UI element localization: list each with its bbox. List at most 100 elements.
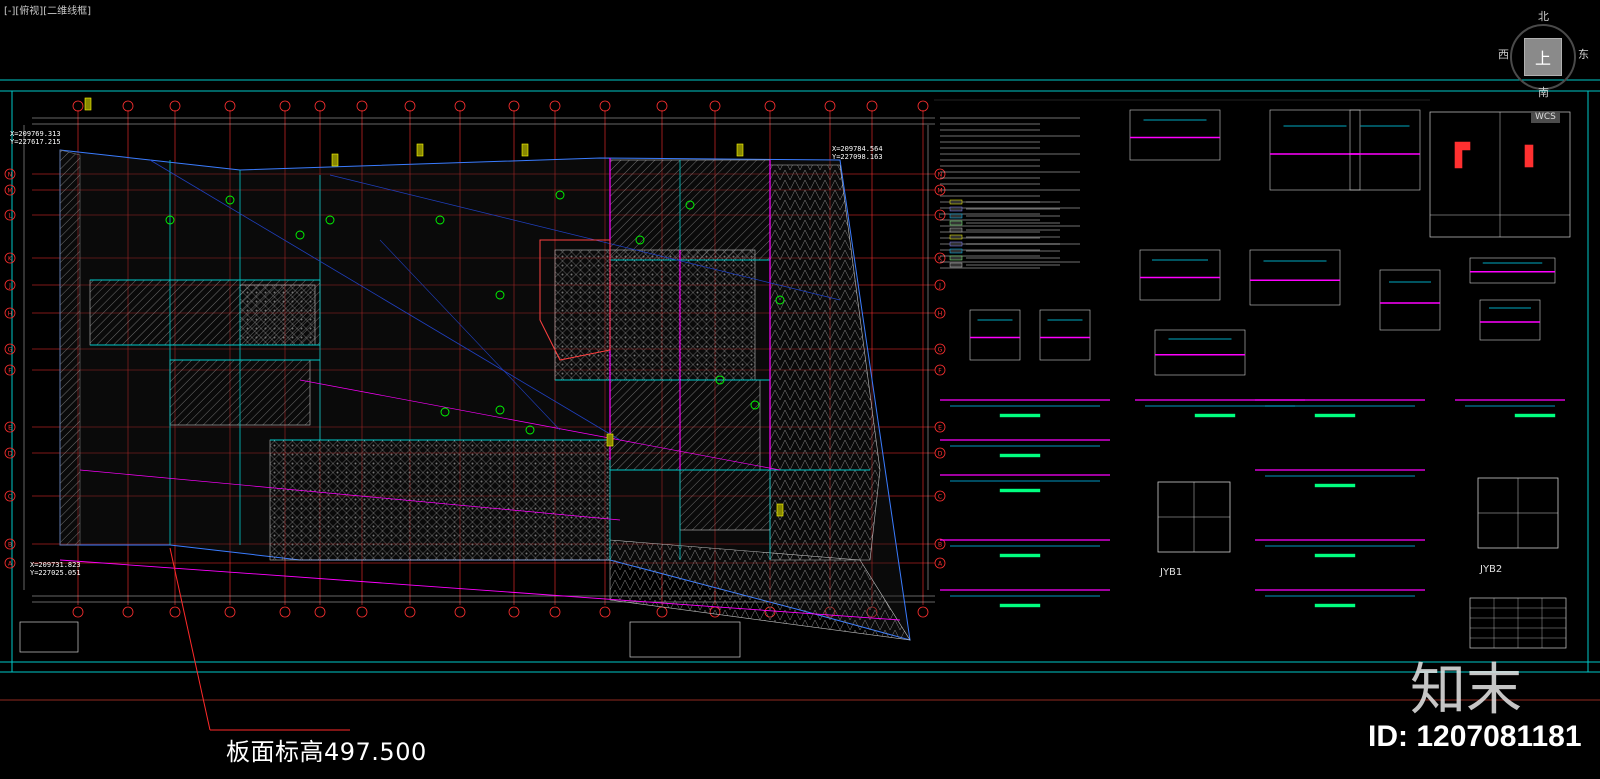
grid-bubble (934, 343, 946, 355)
grid-row-label: N (8, 172, 13, 179)
grid-bubble (4, 168, 16, 180)
grid-bubble (934, 307, 946, 319)
legend-swatch (949, 234, 963, 240)
grid-bubble (454, 606, 466, 618)
slab-bay (239, 284, 316, 346)
section-marker (165, 215, 175, 225)
legend-swatch (949, 199, 963, 205)
grid-bubble (4, 364, 16, 376)
grid-row-label: J (8, 283, 11, 290)
coord-label-2: X=209784.564 Y=227098.163 (832, 145, 883, 161)
detail-box (19, 621, 79, 653)
section-marker (295, 230, 305, 240)
slab-bay (554, 249, 756, 381)
grid-row-label: H (8, 311, 13, 318)
grid-bubble (4, 252, 16, 264)
section-detail (1269, 109, 1361, 191)
column-marker (84, 97, 92, 111)
legend-swatch (949, 206, 963, 212)
slab-elevation-label: 板面标高497.500 (226, 738, 427, 766)
grid-bubble (404, 100, 416, 112)
beam-label-tag (999, 453, 1041, 458)
grid-bubble (824, 100, 836, 112)
slab-bay (269, 439, 611, 561)
grid-row-label: G (8, 347, 13, 354)
grid-bubble (279, 100, 291, 112)
compass-ring[interactable] (1510, 24, 1576, 90)
beam-label-tag (1314, 553, 1356, 558)
grid-bubble (404, 606, 416, 618)
grid-bubble (934, 557, 946, 569)
grid-bubble (866, 100, 878, 112)
grid-row-label: K (938, 256, 943, 263)
grid-bubble (122, 100, 134, 112)
service-line (379, 239, 561, 431)
grid-bubble (934, 279, 946, 291)
coord-x: X=209769.313 (10, 130, 61, 138)
compass-south[interactable]: 南 (1538, 86, 1549, 99)
section-detail (1469, 257, 1556, 284)
grid-bubble (934, 538, 946, 550)
grid-bubble (4, 490, 16, 502)
grid-bubble (169, 606, 181, 618)
beam-label-tag (1194, 413, 1236, 418)
section-marker (440, 407, 450, 417)
grid-row-label: E (8, 425, 12, 432)
grid-row-label: C (938, 494, 942, 501)
grid-row-label: M (937, 188, 942, 195)
beam-label-tag (1314, 413, 1356, 418)
grid-bubble (4, 184, 16, 196)
coord-y: Y=227098.163 (832, 153, 883, 161)
grid-bubble (122, 606, 134, 618)
grid-row-label: F (8, 368, 12, 375)
grid-bubble (4, 343, 16, 355)
hatched-wall (59, 149, 81, 546)
view-control-label[interactable]: [-][俯视][二维线框] (4, 6, 92, 17)
grid-bubble (917, 100, 929, 112)
legend-swatch (949, 213, 963, 219)
grid-bubble (356, 100, 368, 112)
grid-bubble (279, 606, 291, 618)
grid-bubble (934, 490, 946, 502)
section-detail (969, 309, 1021, 361)
grid-bubble (72, 100, 84, 112)
wall-line (299, 379, 781, 471)
service-line (149, 159, 621, 441)
legend-swatch (949, 220, 963, 226)
slab-bay (769, 164, 881, 561)
section-marker (775, 295, 785, 305)
section-marker (495, 405, 505, 415)
wcs-menu[interactable]: WCS (1531, 111, 1560, 123)
column-detail (1524, 144, 1534, 168)
grid-bubble (508, 606, 520, 618)
jyb2-label: JYB2 (1479, 564, 1502, 575)
compass-west[interactable]: 西 (1498, 48, 1509, 61)
section-detail (1479, 299, 1541, 341)
grid-bubble (934, 364, 946, 376)
detail-box (629, 621, 741, 658)
viewcube[interactable]: 北 南 东 西 上 (1498, 8, 1600, 104)
section-marker (635, 235, 645, 245)
grid-bubble (599, 100, 611, 112)
watermark-logo: 知末 (1410, 658, 1522, 723)
slab-bay (609, 159, 771, 261)
beam-label-tag (999, 413, 1041, 418)
section-detail (1249, 249, 1341, 306)
column-marker (776, 503, 784, 517)
grid-bubble (72, 606, 84, 618)
section-detail (1129, 109, 1221, 161)
section-marker (225, 195, 235, 205)
column-marker (736, 143, 744, 157)
section-detail (1139, 249, 1221, 301)
grid-bubble (549, 100, 561, 112)
viewcube-top-face[interactable]: 上 (1524, 38, 1562, 76)
grid-row-label: D (938, 451, 943, 458)
compass-east[interactable]: 东 (1578, 48, 1589, 61)
section-marker (750, 400, 760, 410)
grid-bubble (314, 100, 326, 112)
wall-line (79, 469, 621, 521)
section-marker (495, 290, 505, 300)
compass-north[interactable]: 北 (1538, 10, 1549, 23)
